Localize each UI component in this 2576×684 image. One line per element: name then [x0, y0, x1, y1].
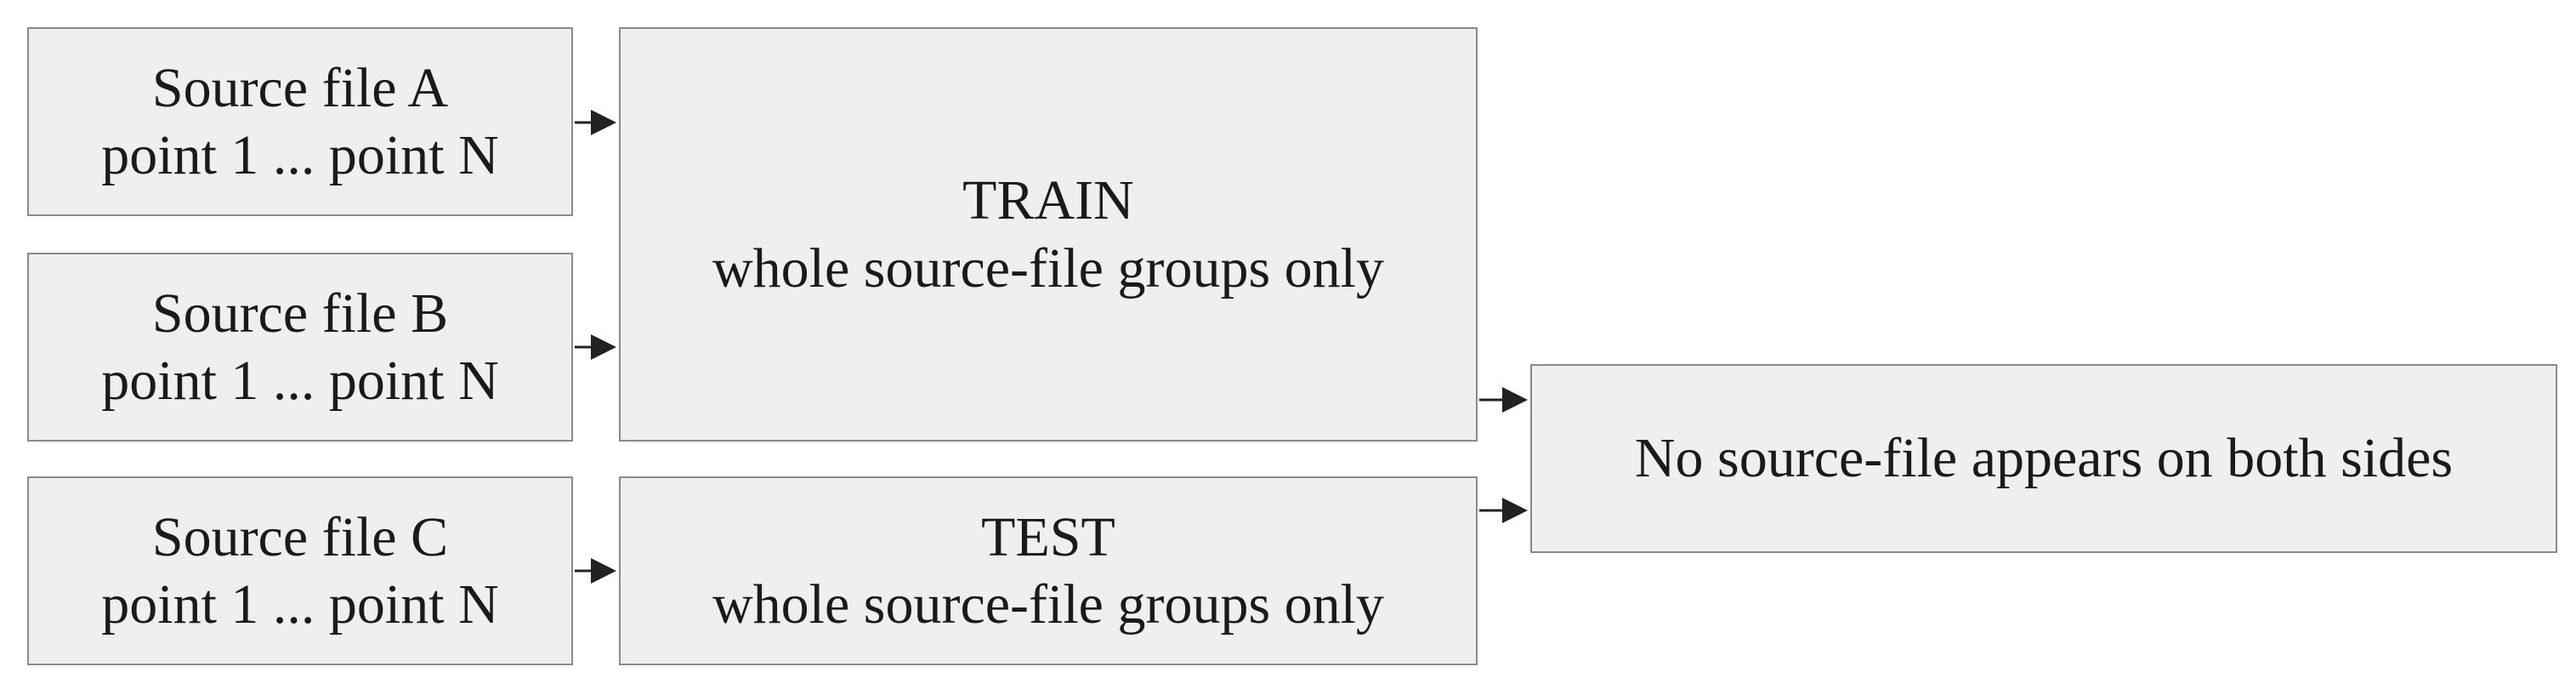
source-file-b-points: point 1 ... point N	[101, 350, 499, 412]
source-file-a-name: Source file A	[151, 56, 449, 119]
source-file-a-points: point 1 ... point N	[101, 124, 499, 186]
train-title: TRAIN	[962, 169, 1134, 232]
test-title: TEST	[981, 505, 1115, 568]
source-file-a-box: Source file A point 1 ... point N	[27, 27, 573, 216]
source-file-c-box: Source file C point 1 ... point N	[27, 476, 573, 665]
result-box: No source-file appears on both sides	[1530, 364, 2557, 553]
train-box: TRAIN whole source-file groups only	[619, 27, 1478, 442]
test-subtitle: whole source-file groups only	[712, 573, 1384, 636]
source-file-c-name: Source file C	[151, 505, 449, 568]
train-subtitle: whole source-file groups only	[712, 237, 1384, 299]
source-file-b-box: Source file B point 1 ... point N	[27, 253, 573, 442]
test-box: TEST whole source-file groups only	[619, 476, 1478, 665]
result-label: No source-file appears on both sides	[1634, 427, 2454, 490]
source-file-b-name: Source file B	[151, 282, 449, 345]
source-file-c-points: point 1 ... point N	[101, 573, 499, 636]
